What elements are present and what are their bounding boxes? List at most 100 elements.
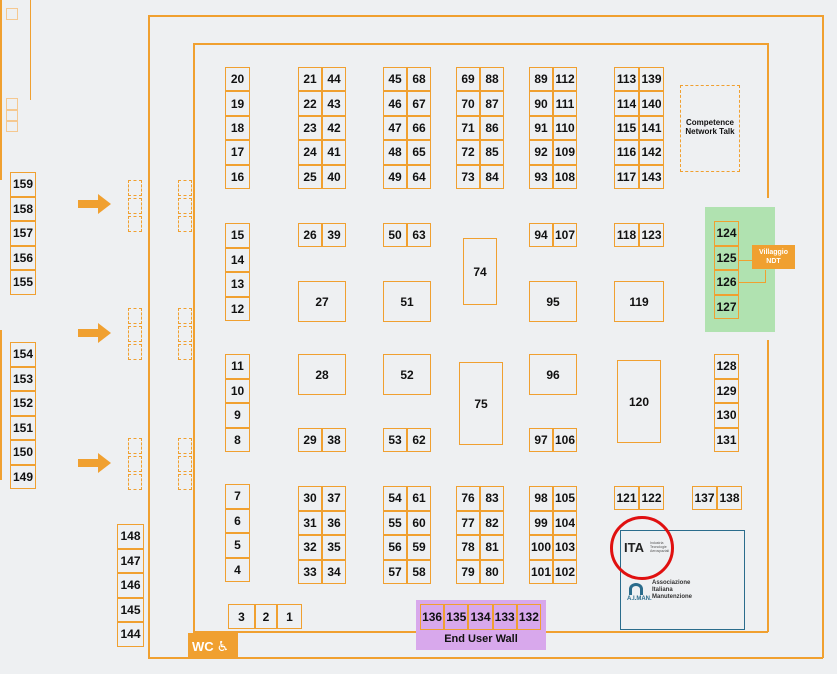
booth-153[interactable]: 153 [10,366,36,391]
booth-22[interactable]: 22 [298,91,322,116]
booth-23[interactable]: 23 [298,115,322,141]
booth-116[interactable]: 116 [614,140,639,165]
booth-90[interactable]: 90 [529,91,553,116]
booth-67[interactable]: 67 [407,91,431,116]
booth-134[interactable]: 134 [468,604,493,630]
booth-4[interactable]: 4 [225,557,250,582]
booth-42[interactable]: 42 [322,115,346,141]
booth-84[interactable]: 84 [480,164,504,189]
booth-19[interactable]: 19 [225,91,250,116]
booth-131[interactable]: 131 [714,427,739,452]
booth-105[interactable]: 105 [553,486,577,511]
booth-95[interactable]: 95 [529,281,577,322]
booth-106[interactable]: 106 [553,428,577,452]
booth-3[interactable]: 3 [228,604,255,629]
booth-139[interactable]: 139 [639,67,664,92]
booth-37[interactable]: 37 [322,486,346,511]
booth-129[interactable]: 129 [714,378,739,403]
booth-35[interactable]: 35 [322,535,346,560]
booth-144[interactable]: 144 [117,622,144,647]
booth-77[interactable]: 77 [456,510,480,535]
booth-138[interactable]: 138 [717,486,742,510]
booth-51[interactable]: 51 [383,281,431,322]
booth-73[interactable]: 73 [456,164,480,189]
booth-43[interactable]: 43 [322,91,346,116]
booth-104[interactable]: 104 [553,510,577,535]
booth-6[interactable]: 6 [225,508,250,533]
booth-31[interactable]: 31 [298,510,322,535]
booth-92[interactable]: 92 [529,140,553,165]
booth-20[interactable]: 20 [225,67,250,92]
booth-30[interactable]: 30 [298,486,322,511]
booth-86[interactable]: 86 [480,115,504,141]
booth-133[interactable]: 133 [492,604,517,630]
booth-118[interactable]: 118 [614,223,639,247]
booth-158[interactable]: 158 [10,196,36,221]
booth-137[interactable]: 137 [692,486,717,510]
booth-88[interactable]: 88 [480,67,504,92]
booth-128[interactable]: 128 [714,354,739,379]
booth-48[interactable]: 48 [383,140,407,165]
booth-9[interactable]: 9 [225,403,250,428]
booth-5[interactable]: 5 [225,533,250,558]
booth-69[interactable]: 69 [456,67,480,92]
booth-96[interactable]: 96 [529,354,577,395]
booth-136[interactable]: 136 [420,604,445,630]
booth-143[interactable]: 143 [639,164,664,189]
booth-62[interactable]: 62 [407,428,431,452]
booth-122[interactable]: 122 [639,486,664,510]
booth-141[interactable]: 141 [639,115,664,141]
booth-52[interactable]: 52 [383,354,431,395]
booth-16[interactable]: 16 [225,164,250,189]
booth-18[interactable]: 18 [225,115,250,141]
booth-45[interactable]: 45 [383,67,407,92]
booth-54[interactable]: 54 [383,486,407,511]
booth-127[interactable]: 127 [714,294,739,319]
booth-12[interactable]: 12 [225,296,250,321]
booth-41[interactable]: 41 [322,140,346,165]
booth-27[interactable]: 27 [298,281,346,322]
booth-140[interactable]: 140 [639,91,664,116]
booth-76[interactable]: 76 [456,486,480,511]
booth-108[interactable]: 108 [553,164,577,189]
booth-101[interactable]: 101 [529,559,553,584]
booth-50[interactable]: 50 [383,223,407,247]
booth-120[interactable]: 120 [617,360,661,443]
booth-159[interactable]: 159 [10,172,36,197]
booth-149[interactable]: 149 [10,464,36,489]
booth-13[interactable]: 13 [225,272,250,297]
booth-32[interactable]: 32 [298,535,322,560]
booth-100[interactable]: 100 [529,535,553,560]
booth-79[interactable]: 79 [456,559,480,584]
booth-15[interactable]: 15 [225,223,250,248]
booth-147[interactable]: 147 [117,548,144,573]
booth-132[interactable]: 132 [516,604,541,630]
booth-81[interactable]: 81 [480,535,504,560]
booth-57[interactable]: 57 [383,559,407,584]
booth-151[interactable]: 151 [10,415,36,440]
booth-58[interactable]: 58 [407,559,431,584]
booth-156[interactable]: 156 [10,245,36,270]
booth-8[interactable]: 8 [225,427,250,452]
booth-40[interactable]: 40 [322,164,346,189]
booth-91[interactable]: 91 [529,115,553,141]
booth-154[interactable]: 154 [10,342,36,367]
booth-102[interactable]: 102 [553,559,577,584]
booth-21[interactable]: 21 [298,67,322,92]
booth-157[interactable]: 157 [10,221,36,246]
booth-85[interactable]: 85 [480,140,504,165]
booth-123[interactable]: 123 [639,223,664,247]
booth-121[interactable]: 121 [614,486,639,510]
booth-26[interactable]: 26 [298,223,322,247]
wc-sign[interactable]: WC♿ [188,633,238,659]
booth-103[interactable]: 103 [553,535,577,560]
booth-93[interactable]: 93 [529,164,553,189]
booth-59[interactable]: 59 [407,535,431,560]
booth-11[interactable]: 11 [225,354,250,379]
booth-25[interactable]: 25 [298,164,322,189]
booth-63[interactable]: 63 [407,223,431,247]
booth-155[interactable]: 155 [10,270,36,295]
booth-47[interactable]: 47 [383,115,407,141]
booth-17[interactable]: 17 [225,140,250,165]
booth-38[interactable]: 38 [322,428,346,452]
